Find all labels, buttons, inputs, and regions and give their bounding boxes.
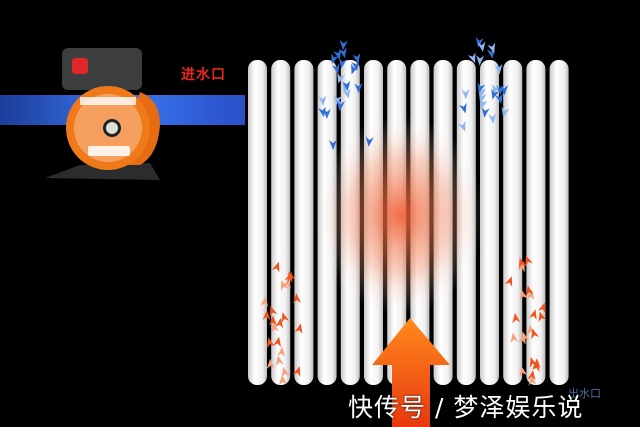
hot-flow-arrow: [275, 317, 284, 329]
cold-flow-arrow: [318, 106, 326, 118]
cold-flow-arrow: [352, 53, 361, 64]
cold-flow-arrow: [475, 37, 484, 48]
radiator-tube: [248, 60, 267, 385]
pump: [45, 48, 160, 180]
hot-flow-arrow: [260, 296, 269, 307]
hot-inflow-arrow: [372, 318, 450, 427]
hot-flow-arrow: [525, 255, 533, 267]
hot-flow-arrow: [528, 375, 537, 386]
hot-flow-arrow: [268, 315, 277, 326]
cold-flow-arrow: [338, 58, 347, 69]
radiator-tube: [549, 60, 569, 385]
cold-flow-arrow: [336, 100, 345, 112]
cold-flow-arrow: [331, 63, 340, 74]
hot-flow-arrow: [292, 366, 301, 377]
cold-flow-arrow: [339, 39, 348, 51]
radiator-tube: [503, 60, 523, 385]
radiator-tube: [271, 60, 291, 385]
hot-flow-arrow: [293, 293, 302, 304]
hot-flow-arrow: [517, 334, 526, 345]
cold-flow-arrow: [499, 85, 508, 96]
hot-flow-arrow: [262, 310, 271, 321]
cold-flow-arrow: [337, 72, 345, 84]
cold-flow-arrow: [477, 41, 486, 52]
hot-flow-arrow: [531, 328, 540, 340]
inlet-label: 进水口: [181, 67, 226, 83]
hot-flow-arrow: [278, 374, 287, 386]
cold-flow-arrow: [342, 80, 351, 92]
cold-flow-arrow: [492, 83, 501, 95]
hot-flow-arrow: [284, 272, 293, 283]
cold-flow-arrow: [501, 106, 510, 118]
hot-flow-arrow: [275, 355, 284, 367]
cold-flow-arrow: [461, 89, 470, 100]
radiator-tube: [480, 60, 499, 385]
cold-flow-arrow: [487, 42, 496, 54]
hot-flow-arrow: [277, 346, 286, 357]
cold-flow-arrow: [328, 140, 337, 151]
hot-flow-arrow: [294, 323, 303, 334]
hot-flow-arrow: [518, 257, 527, 269]
hot-flow-arrow: [519, 289, 528, 301]
cold-flow-arrow: [457, 120, 466, 132]
hot-flow-arrow: [266, 358, 275, 370]
hot-flow-arrow: [266, 337, 275, 349]
hot-flow-arrow: [531, 361, 540, 372]
cold-flow-arrow: [477, 82, 486, 94]
radiator-tube: [526, 60, 546, 385]
cold-flow-arrow: [351, 63, 359, 75]
cold-flow-arrow: [494, 63, 503, 75]
cold-flow-arrow: [458, 102, 467, 114]
hot-flow-arrow: [271, 322, 279, 333]
hot-flow-arrow: [537, 302, 546, 314]
cold-flow-arrow: [478, 92, 487, 103]
hot-flow-arrow: [504, 276, 513, 287]
outlet-label: 出水口: [568, 387, 601, 400]
cold-flow-arrow: [333, 49, 341, 60]
watermark: 快传号 / 梦泽娱乐说: [348, 393, 584, 422]
hot-flow-arrow: [526, 289, 535, 301]
hot-flow-arrow: [271, 261, 280, 273]
hot-flow-arrow: [281, 312, 290, 323]
cold-flow-arrow: [491, 88, 500, 100]
hot-flow-arrow: [519, 366, 528, 377]
cold-flow-arrow: [322, 108, 331, 119]
heat-glow: [315, 115, 485, 315]
cold-flow-arrow: [494, 93, 503, 104]
cold-flow-arrow: [481, 107, 490, 118]
hot-flow-arrow: [512, 312, 521, 324]
hot-flow-arrow: [510, 332, 519, 343]
hot-flow-arrow: [269, 305, 278, 317]
hot-flow-arrow: [281, 366, 290, 378]
radiator-tube: [294, 60, 314, 385]
hot-flow-arrow: [525, 285, 534, 297]
cold-flow-arrow: [318, 95, 327, 106]
hot-flow-arrow: [528, 309, 537, 320]
cold-flow-arrow: [354, 83, 363, 94]
cold-flow-arrow: [365, 136, 374, 147]
cold-flow-arrow: [351, 60, 360, 72]
hot-flow-arrow: [529, 357, 538, 368]
cold-flow-arrow: [331, 53, 339, 65]
cold-flow-arrow: [467, 52, 476, 64]
cold-flow-arrow: [334, 94, 343, 106]
cold-flow-arrow: [480, 98, 488, 110]
cold-flow-arrow: [476, 55, 485, 66]
hot-flow-arrow: [527, 370, 536, 381]
hot-flow-arrow: [538, 311, 547, 323]
cold-flow-arrow: [488, 113, 497, 124]
hot-flow-arrow: [273, 336, 282, 348]
flow-arrows: [260, 37, 547, 386]
